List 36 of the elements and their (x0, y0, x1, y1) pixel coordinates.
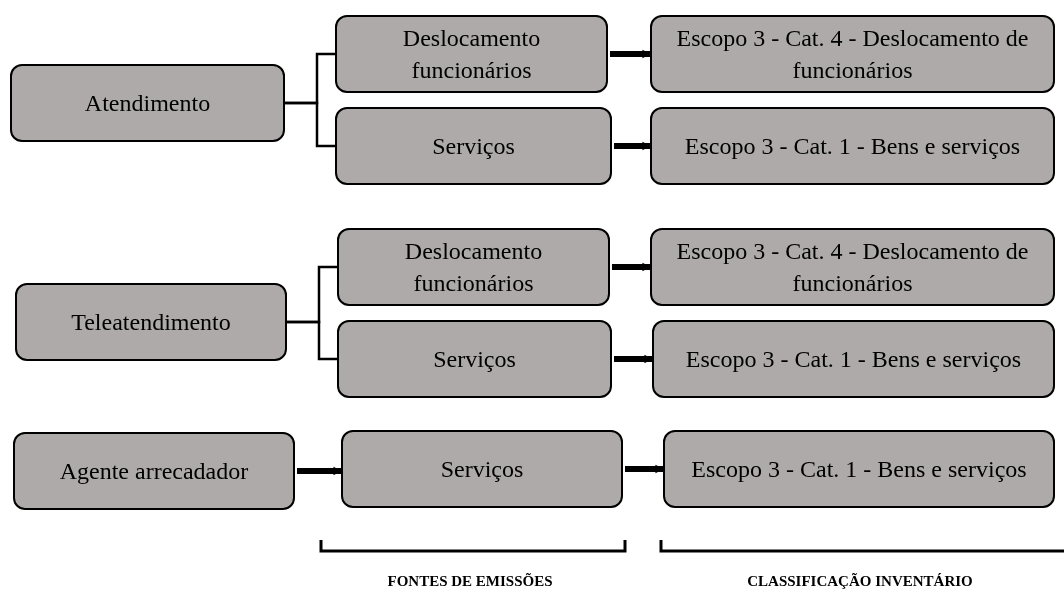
arrow (297, 466, 342, 476)
box-text: Serviços (433, 345, 516, 374)
box-text: Escopo 3 - Cat. 4 - Deslocamento de funcionários (675, 24, 1030, 85)
process-box (652, 320, 1055, 398)
bracket-connector (287, 320, 337, 361)
process-box (10, 64, 285, 142)
process-box (13, 432, 295, 510)
process-box (650, 107, 1055, 185)
process-box (650, 228, 1055, 306)
process-box (650, 15, 1055, 93)
box-text: Escopo 3 - Cat. 1 - Bens e serviços (684, 132, 1021, 161)
process-box (335, 15, 608, 93)
column-caption: CLASSIFICAÇÃO INVENTÁRIO (746, 572, 974, 591)
bracket-connector (285, 101, 335, 148)
arrow (610, 49, 651, 59)
box-text: Serviços (440, 455, 524, 484)
arrow (612, 262, 651, 272)
process-box (337, 320, 612, 398)
box-text: Teleatendimento (71, 308, 231, 337)
box-text: Serviços (432, 132, 515, 161)
box-text: Escopo 3 - Cat. 1 - Bens e serviços (691, 455, 1027, 484)
process-box (341, 430, 623, 508)
box-text: Deslocamento funcionários (403, 237, 544, 298)
process-box (337, 228, 610, 306)
process-box (335, 107, 612, 185)
box-text: Escopo 3 - Cat. 1 - Bens e serviços (685, 345, 1022, 374)
arrow (614, 141, 651, 151)
arrow (614, 354, 653, 364)
box-text: Agente arrecadador (59, 457, 249, 486)
arrow (625, 464, 664, 474)
box-text: Deslocamento funcionários (401, 24, 542, 85)
box-text: Escopo 3 - Cat. 4 - Deslocamento de funcionários (675, 237, 1030, 298)
box-text: Atendimento (84, 89, 211, 118)
process-box (663, 430, 1055, 508)
process-box (15, 283, 287, 361)
column-caption: FONTES DE EMISSÕES (386, 572, 554, 591)
